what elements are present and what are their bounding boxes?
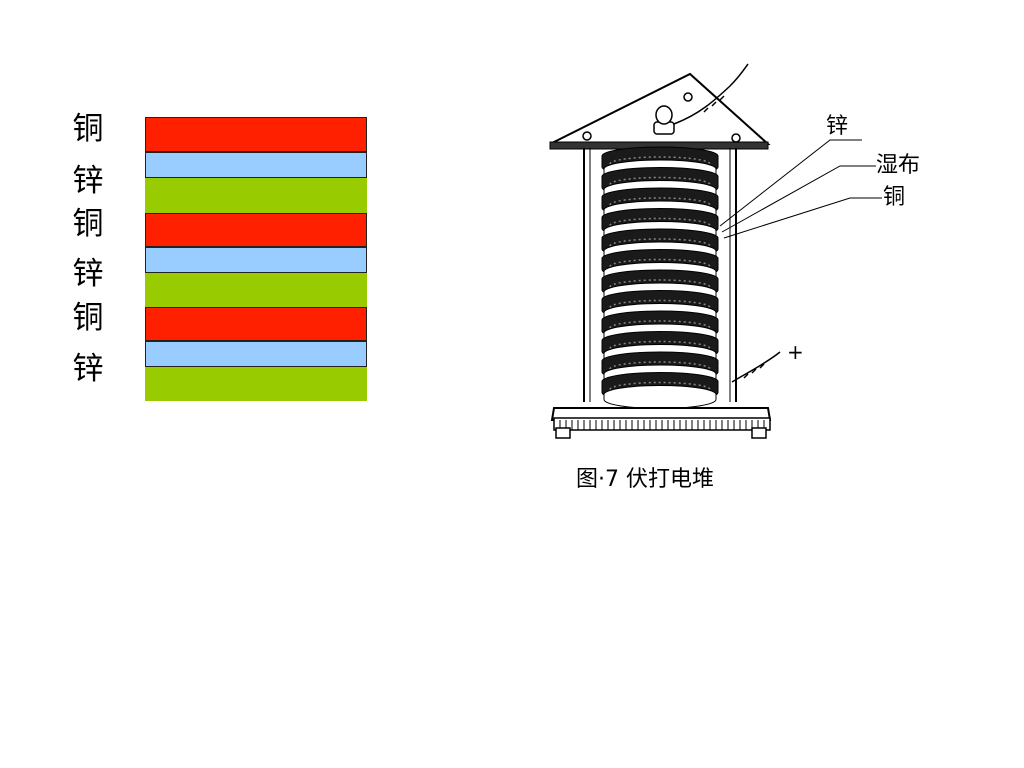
wet-cloth-layer	[145, 152, 367, 178]
bottom-plate-hatching	[559, 420, 765, 430]
disc-texture	[609, 156, 711, 165]
disc-texture	[609, 340, 711, 349]
callout-label-wet-cloth: 湿布	[876, 153, 921, 178]
disc-texture	[609, 217, 711, 226]
layer-label-copper-1: 铜	[72, 111, 104, 147]
disc-light	[603, 385, 717, 409]
top-knob-ring	[655, 105, 673, 125]
zinc-layer	[145, 178, 367, 213]
voltaic-pile-figure: 锌 湿布 铜 +	[540, 60, 940, 440]
layer-label-zinc-3: 锌	[72, 351, 104, 387]
callout-line-zinc	[719, 139, 862, 227]
bolt	[683, 92, 693, 102]
disc-texture	[609, 320, 711, 329]
layer-label-copper-2: 铜	[72, 206, 104, 242]
callout-label-copper: 铜	[883, 185, 906, 210]
wet-cloth-layer	[145, 341, 367, 367]
wet-cloth-layer	[145, 247, 367, 273]
bottom-wire-coil	[743, 363, 765, 379]
top-wire	[673, 63, 749, 125]
disc-texture	[609, 258, 711, 267]
disc-texture	[609, 361, 711, 370]
voltaic-pile-drawing	[549, 63, 882, 439]
callout-label-zinc: 锌	[826, 114, 849, 139]
layer-label-copper-3: 铜	[72, 300, 104, 336]
layer-label-zinc-2: 锌	[72, 256, 104, 292]
copper-layer	[145, 307, 367, 341]
zinc-layer	[145, 273, 367, 307]
disc-texture	[609, 299, 711, 308]
disc-stack	[601, 146, 719, 409]
disc-texture	[609, 279, 711, 288]
copper-layer	[145, 117, 367, 152]
disc-texture	[609, 381, 711, 390]
zinc-layer	[145, 367, 367, 401]
base-foot	[751, 427, 767, 439]
figure-caption: 图·7 伏打电堆	[576, 467, 714, 492]
base-foot	[555, 427, 571, 439]
disc-texture	[609, 197, 711, 206]
disc-texture	[609, 176, 711, 185]
bolt	[582, 131, 592, 141]
disc-texture	[609, 238, 711, 247]
callout-line-wet-cloth	[721, 165, 876, 233]
bottom-wire	[731, 351, 781, 383]
copper-layer	[145, 213, 367, 247]
terminal-plus-label: +	[787, 340, 804, 364]
callout-line-copper	[723, 197, 882, 239]
top-wire-coil	[703, 95, 725, 113]
layer-label-zinc-1: 锌	[72, 163, 104, 199]
bolt	[731, 133, 741, 143]
